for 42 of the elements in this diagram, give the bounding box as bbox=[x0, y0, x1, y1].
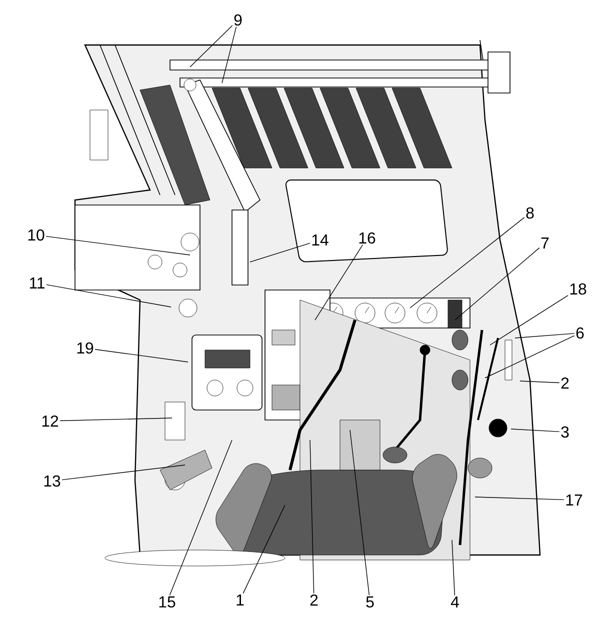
leader-line bbox=[350, 430, 370, 596]
leader-line bbox=[250, 242, 310, 262]
leader-line bbox=[222, 26, 237, 84]
callout-number: 12 bbox=[40, 414, 60, 428]
leader-line bbox=[454, 247, 540, 320]
callout-number: 19 bbox=[75, 341, 95, 355]
leader-line bbox=[520, 380, 560, 384]
callout-number: 5 bbox=[364, 595, 376, 609]
callout-number: 11 bbox=[28, 276, 46, 290]
callout-number: 7 bbox=[540, 236, 550, 250]
callout-number: 6 bbox=[574, 326, 586, 340]
callout-number: 14 bbox=[310, 234, 330, 246]
leader-line bbox=[514, 333, 575, 338]
leader-line bbox=[242, 504, 286, 594]
leader-line bbox=[46, 236, 190, 256]
leader-line bbox=[484, 335, 575, 378]
leader-line bbox=[452, 540, 456, 596]
leader-line bbox=[510, 428, 560, 432]
callout-number: 2 bbox=[308, 593, 320, 607]
leader-line bbox=[474, 496, 564, 500]
leader-line bbox=[410, 217, 525, 308]
leader-line bbox=[46, 284, 172, 308]
callout-number: 1 bbox=[234, 594, 246, 606]
callout-number: 9 bbox=[232, 13, 244, 27]
callout-number: 16 bbox=[357, 231, 377, 245]
callout-number: 4 bbox=[450, 596, 460, 608]
leader-line bbox=[60, 418, 172, 422]
callout-number: 3 bbox=[560, 425, 570, 439]
callout-number: 13 bbox=[42, 474, 62, 488]
callout-number: 17 bbox=[564, 494, 584, 506]
leader-line bbox=[190, 25, 233, 68]
leader-line bbox=[169, 440, 232, 596]
leader-line bbox=[62, 464, 186, 480]
callout-number: 18 bbox=[568, 282, 588, 296]
callout-number: 15 bbox=[157, 595, 177, 609]
leader-line bbox=[490, 295, 568, 346]
callout-number: 8 bbox=[524, 206, 536, 220]
callout-number: 10 bbox=[26, 228, 46, 242]
leader-line bbox=[314, 244, 363, 320]
callout-number: 2 bbox=[560, 376, 570, 390]
leader-line bbox=[94, 349, 188, 362]
leader-line bbox=[310, 440, 314, 594]
